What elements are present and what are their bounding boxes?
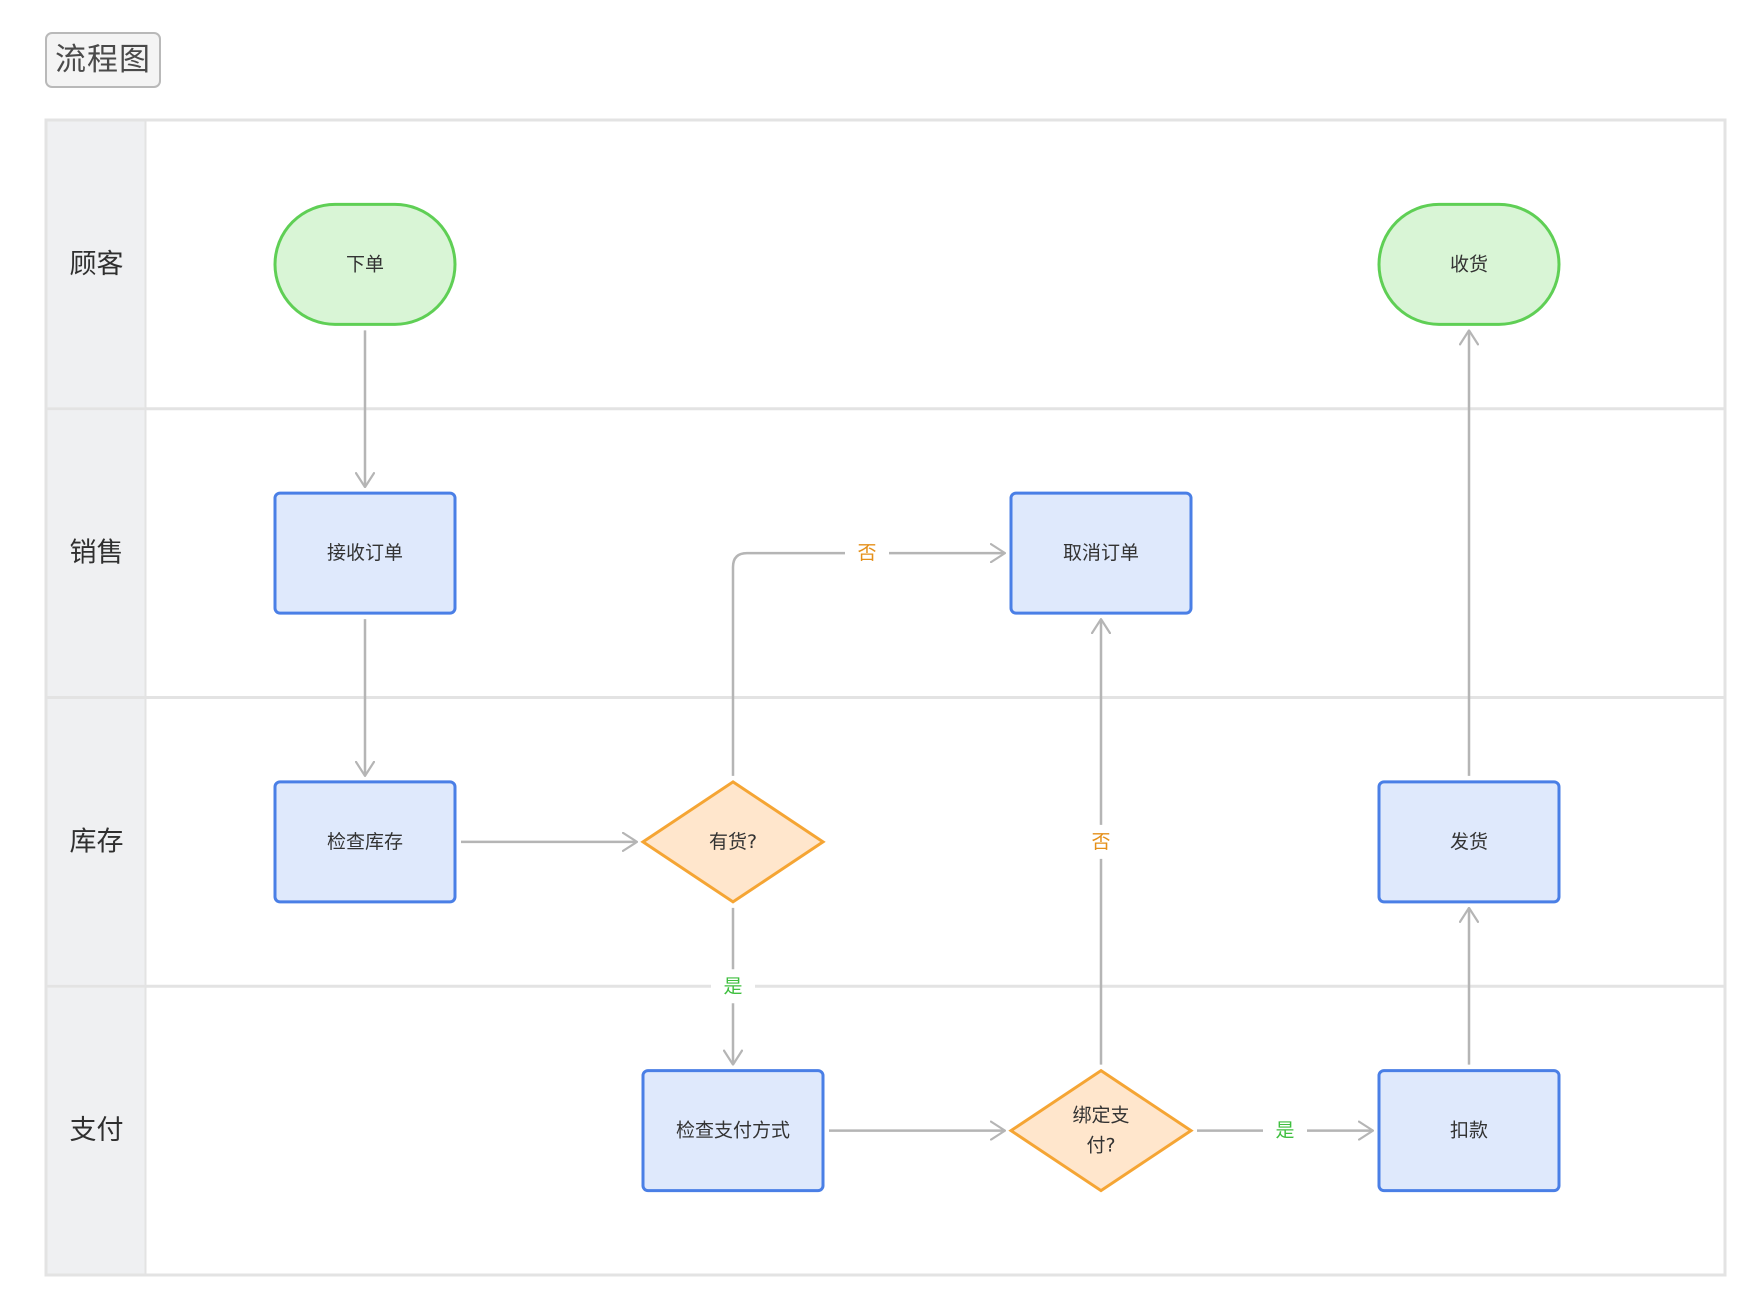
edge-label-yes: 是 bbox=[1263, 1113, 1307, 1148]
node-label: 有货? bbox=[709, 831, 757, 853]
edge-label-no: 否 bbox=[1079, 824, 1123, 859]
node-label: 发货 bbox=[1450, 831, 1488, 853]
edge-label-text: 是 bbox=[723, 975, 742, 997]
process-shape bbox=[273, 491, 457, 615]
swimlane-header bbox=[47, 987, 146, 1274]
node-label: 取消订单 bbox=[1063, 542, 1139, 564]
node-label: 下单 bbox=[346, 253, 384, 275]
terminal-shape bbox=[1377, 202, 1561, 326]
diagram-title: 流程图 bbox=[45, 32, 161, 88]
node-in-stock[interactable]: 有货? bbox=[640, 780, 826, 904]
swimlane-label: 销售 bbox=[70, 538, 124, 569]
swimlane-sales: 销售 bbox=[46, 407, 1725, 696]
swimlane-inventory: 库存 bbox=[46, 696, 1725, 985]
decision-shape bbox=[1008, 1068, 1194, 1193]
edge-label-no: 否 bbox=[845, 536, 889, 571]
swimlane-label: 顾客 bbox=[70, 249, 124, 280]
node-ship[interactable]: 发货 bbox=[1377, 780, 1561, 904]
node-label: 付? bbox=[1086, 1135, 1115, 1157]
swimlane-header bbox=[47, 121, 146, 408]
edge-label-text: 否 bbox=[857, 542, 876, 564]
node-check-stock[interactable]: 检查库存 bbox=[273, 780, 457, 904]
edge-label-backdrop bbox=[1263, 1113, 1307, 1148]
edge-label-text: 是 bbox=[1275, 1120, 1294, 1142]
node-deduct[interactable]: 扣款 bbox=[1377, 1069, 1561, 1193]
process-shape bbox=[273, 780, 457, 904]
node-place-order[interactable]: 下单 bbox=[273, 202, 457, 326]
swimlane-label: 支付 bbox=[70, 1115, 124, 1146]
edge-in-stock-to-cancel-order bbox=[731, 553, 1005, 776]
process-shape bbox=[1009, 491, 1193, 615]
swimlane-label: 库存 bbox=[70, 826, 124, 857]
process-shape bbox=[1377, 1069, 1561, 1193]
swimlane-header bbox=[47, 699, 146, 985]
node-label: 检查库存 bbox=[327, 831, 403, 853]
node-label: 扣款 bbox=[1450, 1120, 1488, 1142]
node-label: 检查支付方式 bbox=[676, 1120, 790, 1142]
edge-label-yes: 是 bbox=[711, 969, 755, 1004]
edge-label-text: 否 bbox=[1091, 831, 1110, 853]
node-check-payment[interactable]: 检查支付方式 bbox=[641, 1069, 825, 1193]
decision-shape bbox=[640, 780, 826, 904]
edge-label-backdrop bbox=[711, 969, 755, 1004]
terminal-shape bbox=[273, 202, 457, 326]
process-shape bbox=[641, 1069, 825, 1193]
edge-label-backdrop bbox=[845, 536, 889, 571]
node-label: 收货 bbox=[1450, 253, 1488, 275]
node-label: 接收订单 bbox=[327, 542, 403, 564]
node-accept-order[interactable]: 接收订单 bbox=[273, 491, 457, 615]
process-shape bbox=[1377, 780, 1561, 904]
swimlane-payment: 支付 bbox=[46, 984, 1725, 1274]
swimlane-customer: 顾客 bbox=[47, 121, 146, 408]
node-label: 绑定支 bbox=[1072, 1105, 1129, 1127]
node-cancel-order[interactable]: 取消订单 bbox=[1009, 491, 1193, 615]
swimlane-header bbox=[47, 410, 146, 696]
edge-label-backdrop bbox=[1079, 824, 1123, 859]
node-receive-goods[interactable]: 收货 bbox=[1377, 202, 1561, 326]
